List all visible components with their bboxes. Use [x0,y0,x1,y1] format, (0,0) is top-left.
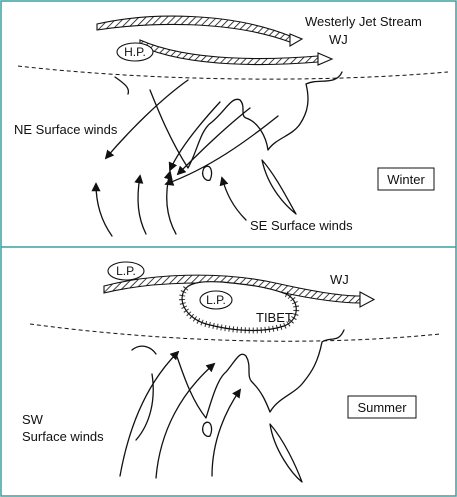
winter-se-winds-label: SE Surface winds [250,218,353,233]
summer-sw-wind-arrow-2 [155,362,216,479]
summer-sw-winds-label-line2: Surface winds [22,429,104,444]
summer-season-label: Summer [357,400,407,415]
summer-season-box [347,395,417,419]
winter-peninsula [261,159,297,215]
winter-panel: Westerly Jet Stream WJ H.P. NE Surface w… [14,14,449,237]
winter-ne-wind-arrow-4 [164,115,279,186]
winter-jet-stream-label: Westerly Jet Stream [305,14,422,29]
summer-tibet-hatch [179,286,300,334]
summer-lp-tibet-oval [199,290,233,310]
summer-tibet-label: TIBET [256,310,293,325]
winter-wj-label: WJ [329,32,348,47]
winter-sw-curve-arrow-3 [163,170,177,235]
summer-sw-winds-label-line1: SW [22,412,44,427]
summer-lp-left-oval [107,261,145,281]
summer-sri-lanka [202,421,213,438]
summer-sw-wind-arrow-3 [211,388,242,477]
winter-jet-upper-arrowhead [289,33,304,47]
winter-coastline [114,71,343,169]
winter-season-box [377,167,435,191]
winter-ne-wind-arrow-3 [176,107,251,176]
winter-ne-wind-arrow-1 [104,79,189,160]
winter-jet-lower-arrowhead [317,52,334,66]
winter-se-wind-arrow [219,176,247,221]
summer-wj-label: WJ [330,272,349,287]
summer-coastline [131,329,345,419]
summer-sw-wind-arrow-1 [119,350,180,477]
summer-peninsula [269,423,303,483]
winter-ne-wind-arrow-2 [168,101,221,172]
winter-latitude-line [17,65,449,80]
winter-sri-lanka [202,165,213,182]
summer-inland-curve [135,373,154,441]
winter-hp-oval [116,42,154,62]
summer-latitude-line [29,323,441,342]
winter-ne-winds-label: NE Surface winds [14,122,118,137]
summer-lp-tibet-label: L.P. [206,293,226,307]
winter-hp-label: H.P. [124,45,146,59]
winter-sw-curve-arrow-2 [134,174,147,235]
summer-lp-left-label: L.P. [116,264,136,278]
summer-panel: L.P. WJ L.P. TIBET SW Surface winds Summ… [22,261,441,483]
winter-sw-curve-arrow-1 [91,182,113,237]
summer-jet-arrowhead [359,291,376,308]
winter-season-label: Winter [387,172,425,187]
winter-jet-upper-band [96,15,291,43]
